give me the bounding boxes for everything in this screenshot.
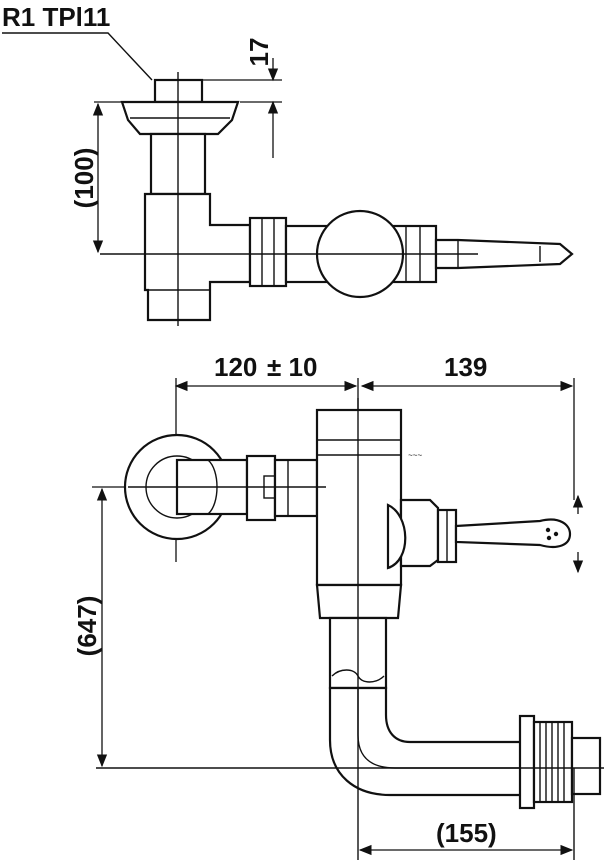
valve-lower bbox=[315, 583, 403, 620]
dim-120-label: 120 bbox=[214, 352, 257, 382]
top-handle bbox=[434, 238, 574, 270]
dim-155-label: (155) bbox=[436, 818, 497, 848]
thread-label: R1 TPl11 bbox=[2, 2, 110, 32]
front-view: 120 ± 10 139 ~~~ bbox=[72, 352, 604, 860]
flush-lever bbox=[454, 518, 572, 549]
dim-647-label: (647) bbox=[72, 596, 102, 657]
dim-tolerance-label: ± 10 bbox=[267, 352, 317, 382]
inlet-nut bbox=[245, 454, 277, 522]
flush-bend bbox=[328, 686, 527, 797]
dim-17-label: 17 bbox=[244, 38, 274, 67]
top-body bbox=[143, 192, 252, 322]
top-nut bbox=[248, 216, 288, 288]
dim-100-label: (100) bbox=[69, 148, 99, 209]
outlet-coupling bbox=[518, 714, 536, 810]
brand-mark: ~~~ bbox=[408, 451, 422, 460]
lever-housing bbox=[399, 498, 440, 568]
top-view: R1 TPl11 17 ( bbox=[2, 2, 574, 326]
dim-139-label: 139 bbox=[444, 352, 487, 382]
thread-leader bbox=[2, 32, 153, 81]
